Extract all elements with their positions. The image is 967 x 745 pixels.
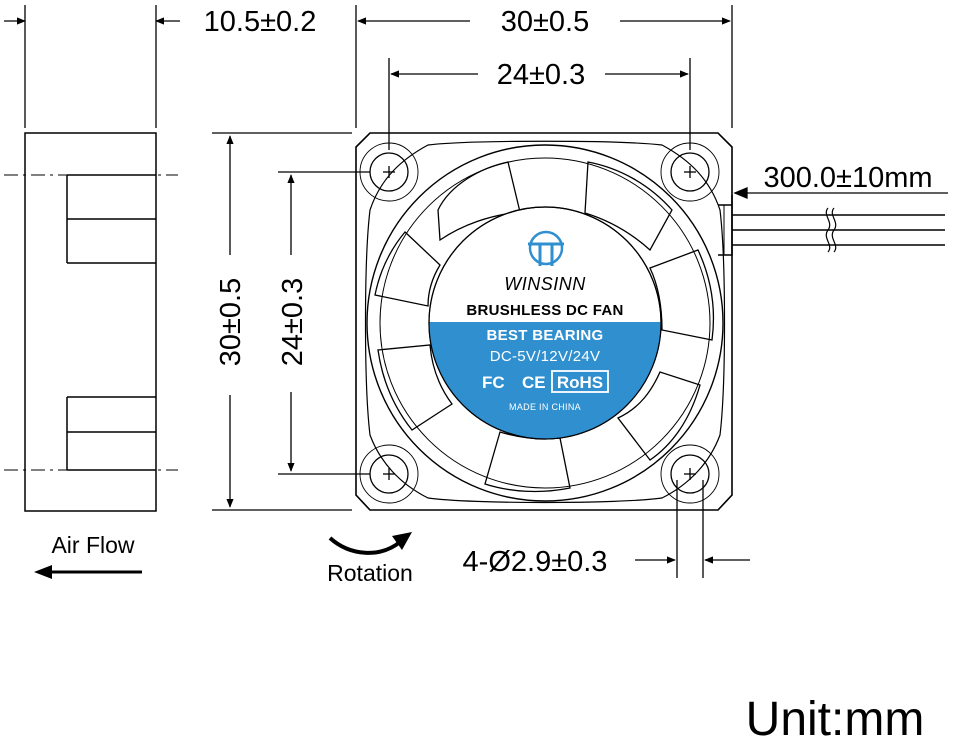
curved-arrow-clockwise-icon: [328, 532, 412, 555]
hole-height-label: 24±0.3: [277, 278, 309, 367]
air-flow-label: Air Flow: [51, 532, 134, 558]
outer-height-dimension: [212, 132, 352, 511]
outer-height-label: 30±0.5: [215, 278, 247, 367]
hole-diameter-dimension: [635, 480, 750, 578]
mounting-hole-top-right: [660, 142, 720, 202]
feature-text: BEST BEARING: [487, 327, 604, 344]
arrow-left-icon: [34, 565, 142, 579]
side-thickness-dimension: [4, 5, 180, 128]
rohs-mark: RoHS: [557, 373, 603, 392]
origin-text: MADE IN CHINA: [509, 402, 581, 412]
cable-length-dimension: [733, 187, 948, 199]
voltage-text: DC-5V/12V/24V: [490, 348, 601, 365]
ce-mark: CE: [522, 373, 546, 392]
hole-diameter-label: 4-Ø2.9±0.3: [463, 546, 608, 578]
outer-width-label: 30±0.5: [501, 6, 590, 38]
unit-label: Unit:mm: [746, 693, 925, 745]
cable-length-label: 300.0±10mm: [763, 162, 932, 194]
product-name: BRUSHLESS DC FAN: [466, 302, 623, 319]
hole-height-dimension: [278, 171, 370, 475]
outer-width-dimension: [355, 5, 733, 128]
winsinn-logo-icon: [528, 230, 564, 266]
side-thickness-label: 10.5±0.2: [204, 6, 317, 38]
fan-cable: [718, 195, 945, 256]
brand-name: WINSINN: [504, 274, 586, 294]
fc-mark: FC: [482, 373, 505, 392]
hole-width-dimension: [388, 58, 691, 150]
front-view: [355, 132, 733, 511]
rotation-label: Rotation: [327, 560, 413, 586]
hole-width-label: 24±0.3: [497, 59, 586, 91]
side-view: [4, 132, 178, 512]
mounting-hole-bottom-right: [660, 444, 720, 504]
certification-marks: FC CE RoHS: [482, 370, 609, 393]
